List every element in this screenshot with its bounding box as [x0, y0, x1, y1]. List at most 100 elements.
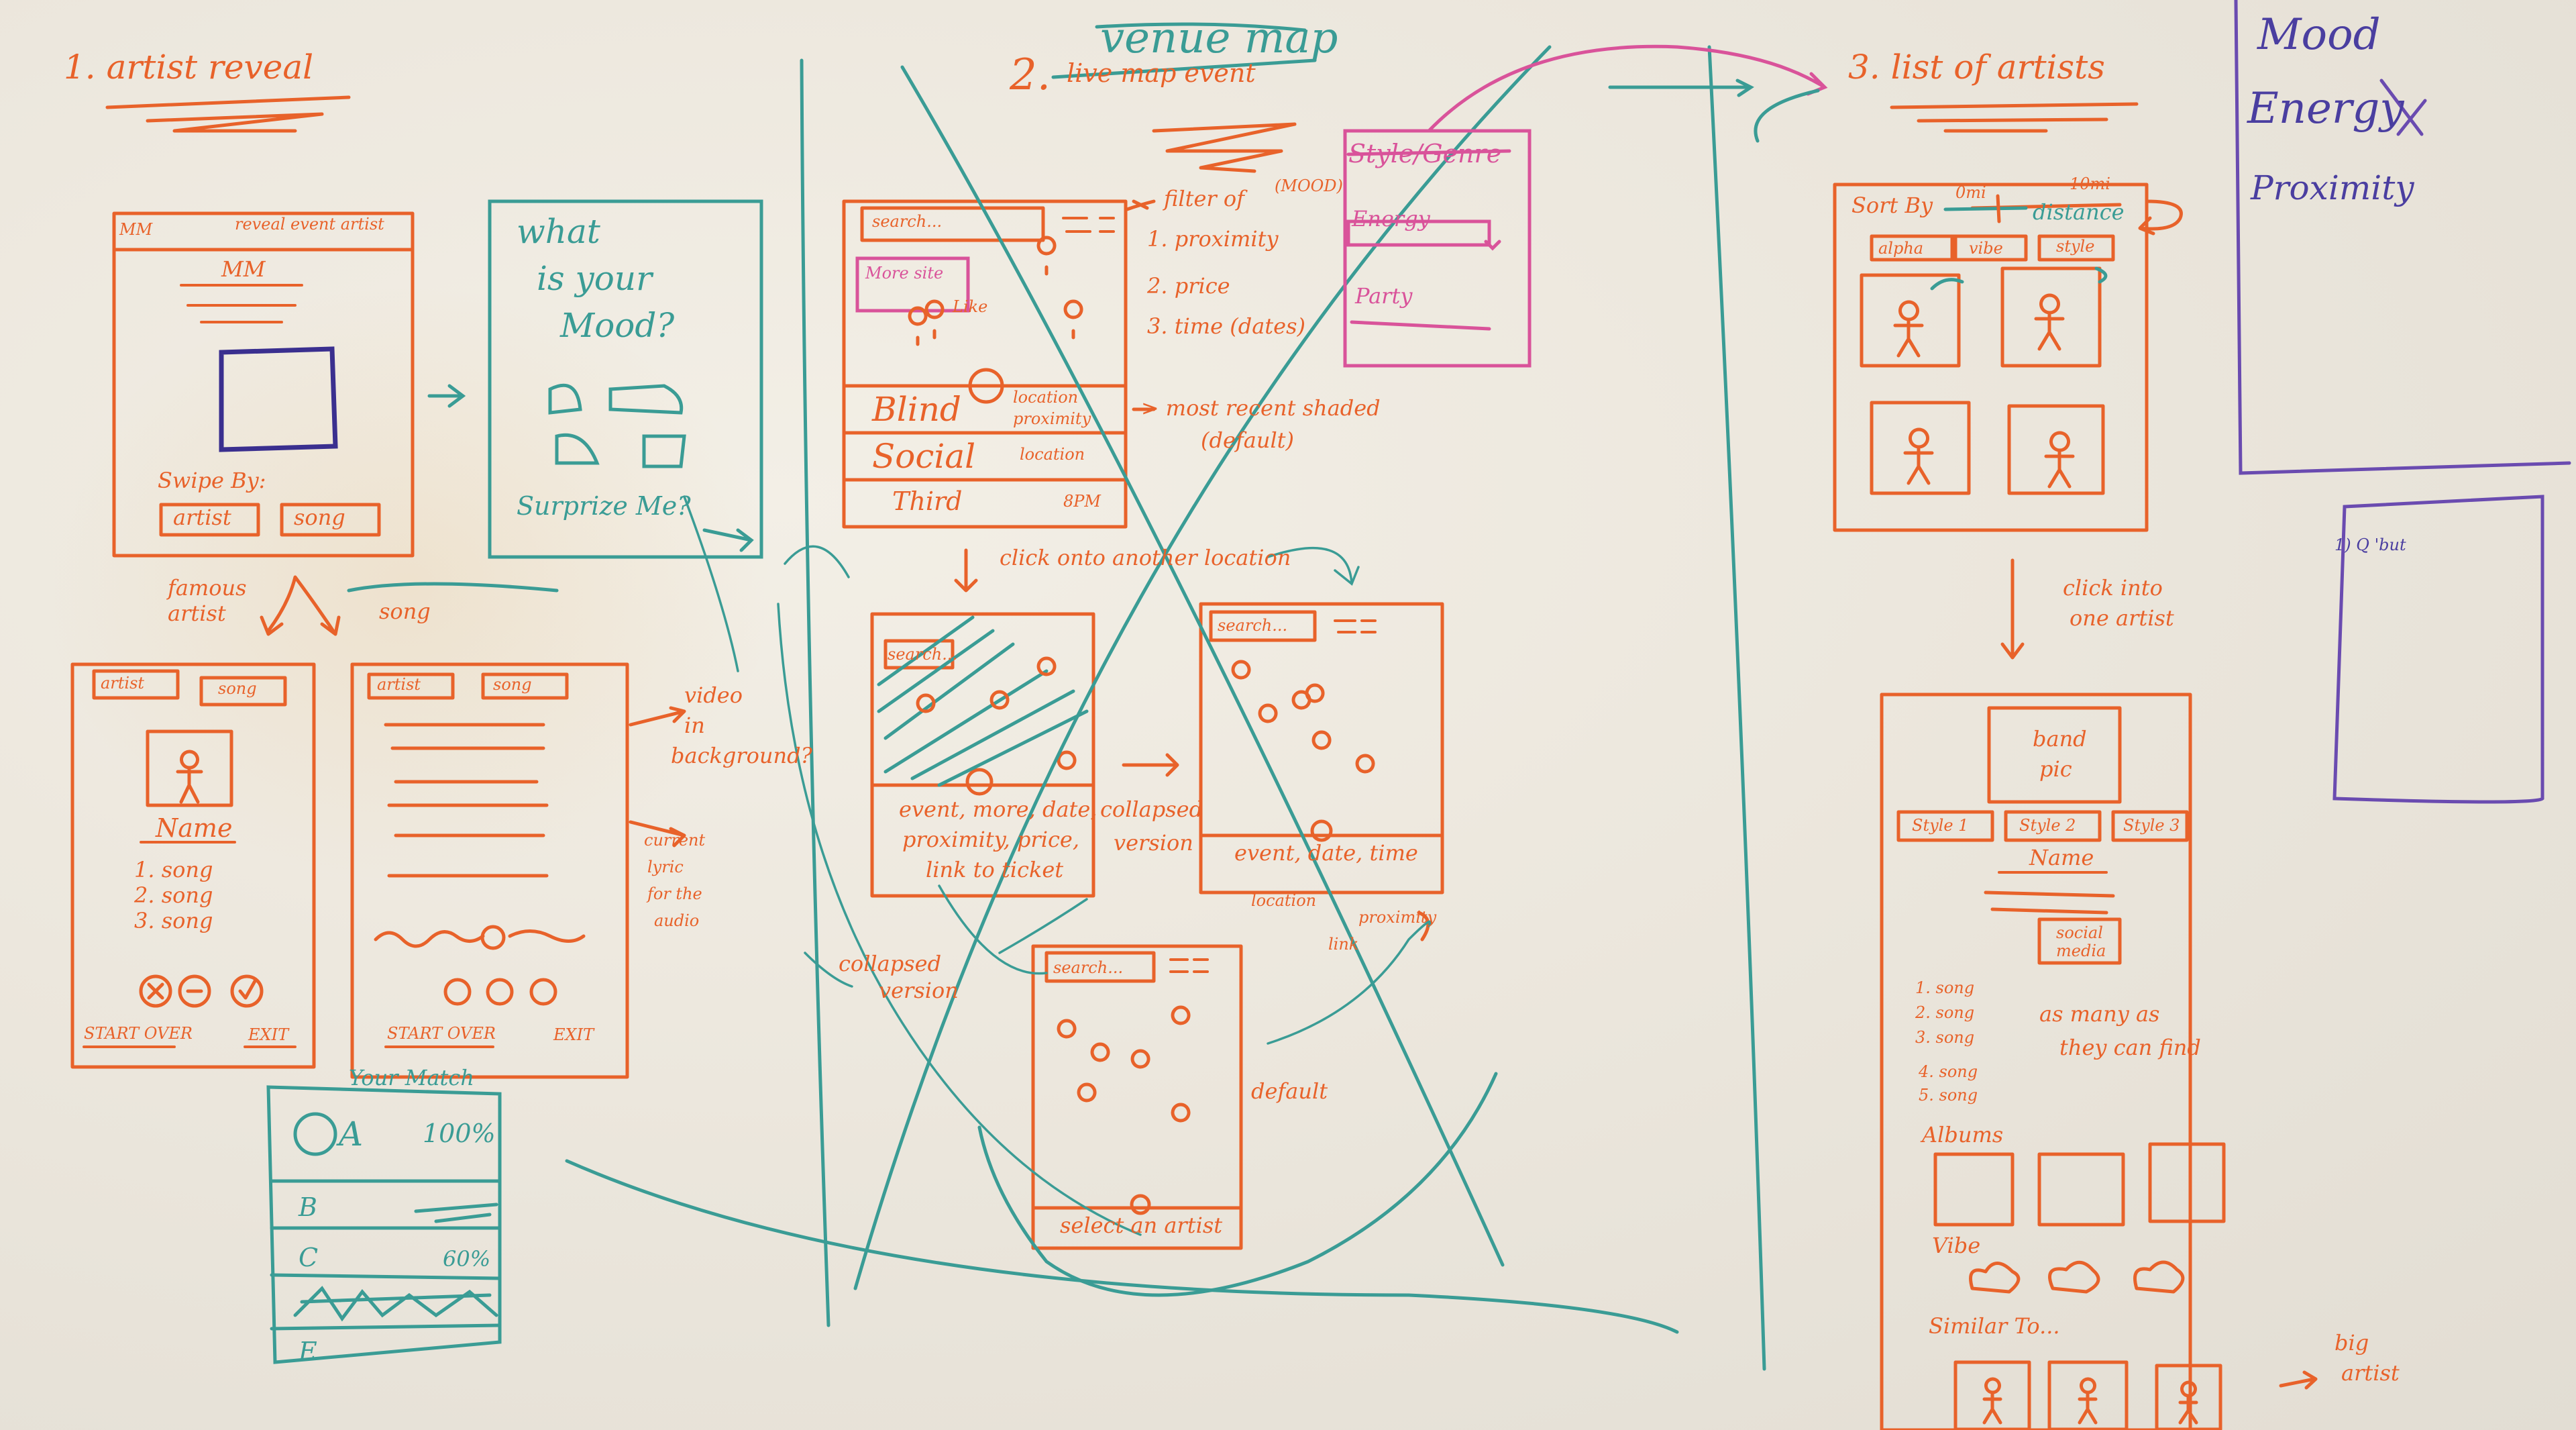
shaded-note-default: (default) — [1201, 427, 1295, 453]
style-tag-1[interactable]: Style 1 — [1912, 816, 1969, 835]
match-title: Your Match — [349, 1065, 474, 1090]
venue-row-2-sub: location — [1020, 445, 1085, 464]
phone-artist-list — [1833, 183, 2149, 532]
phone-artist-screen — [70, 662, 316, 1069]
mood-box — [2234, 0, 2571, 475]
style-genre-box — [1343, 129, 1532, 368]
venue-row-3-sub: 8PM — [1063, 492, 1101, 511]
venue-row-2[interactable]: Social — [872, 437, 976, 476]
card-caption-2: location — [1251, 891, 1317, 910]
expanded-search[interactable]: search... — [888, 645, 958, 664]
section-2-number: 2. — [1010, 50, 1051, 100]
detail-song-5: 5. song — [1919, 1086, 1978, 1105]
social-media-1[interactable]: social — [2056, 923, 2103, 942]
style-tag-2[interactable]: Style 2 — [2019, 816, 2076, 835]
sort-tab-style[interactable]: style — [2056, 237, 2095, 256]
note-lyric-2: lyric — [647, 858, 684, 876]
cross-line-1 — [900, 65, 1505, 1267]
branch-song: song — [379, 599, 431, 624]
style-party-label: Party — [1355, 283, 1413, 309]
curve-bottom — [565, 1159, 1679, 1334]
match-row-e-label: E — [299, 1337, 317, 1366]
mood-open-label: (MOOD) — [1275, 176, 1343, 195]
venue-row-1[interactable]: Blind — [872, 390, 961, 429]
collapsed-note-2: version — [1114, 830, 1193, 856]
venue-row-3[interactable]: Third — [892, 487, 963, 516]
filter-2: 2. price — [1147, 273, 1230, 299]
artist-song-3: 3. song — [134, 908, 213, 933]
divider-1 — [800, 58, 830, 1327]
shaded-scribble — [877, 615, 1089, 787]
mood-word-2: Energy — [2247, 84, 2404, 134]
artist-tab-song[interactable]: song — [218, 679, 257, 698]
note-lyric-1: current — [644, 831, 706, 850]
slider-max: 10mi — [2070, 174, 2110, 193]
expanded-caption-2: proximity, price, — [902, 827, 1079, 852]
big-artist-2: artist — [2341, 1360, 2400, 1386]
venue-row-1-sub: location — [1013, 388, 1079, 407]
like-text[interactable]: Like — [953, 297, 988, 316]
sort-tab-alpha[interactable]: alpha — [1878, 239, 1924, 258]
social-media-2[interactable]: media — [2056, 941, 2106, 960]
song-tab-song[interactable]: song — [493, 675, 532, 694]
artist-exit-button[interactable]: EXIT — [248, 1025, 289, 1044]
similar-to-label: Similar To... — [1929, 1313, 2060, 1339]
sort-tab-vibe[interactable]: vibe — [1969, 239, 2003, 258]
style-genre-title: Style/Genre — [1348, 139, 1502, 168]
artist-start-over-button[interactable]: START OVER — [84, 1024, 193, 1043]
match-row-a-label: A — [339, 1115, 364, 1154]
card-caption-1: event, date, time — [1234, 840, 1418, 866]
match-row-b-label: B — [299, 1192, 317, 1222]
venue-row-1-sub2: proximity — [1013, 409, 1091, 428]
mood-question-2: is your — [537, 259, 652, 298]
swipe-song-button[interactable]: song — [294, 505, 345, 530]
click-note: click onto another location — [1000, 545, 1291, 570]
artist-name: Name — [156, 813, 233, 843]
filter-1: 1. proximity — [1147, 226, 1279, 252]
image-placeholder — [219, 346, 338, 452]
artist-tab-artist[interactable]: artist — [101, 674, 145, 693]
swipe-label: Swipe By: — [158, 468, 266, 493]
song-tab-artist[interactable]: artist — [377, 675, 421, 694]
note-lyric-3: for the — [647, 884, 702, 903]
arrow-down — [954, 548, 978, 593]
click-into-2: one artist — [2070, 605, 2174, 631]
detail-artist-name: Name — [2029, 845, 2094, 870]
band-pic-2: pic — [2039, 756, 2072, 782]
distance-label: distance — [2033, 199, 2125, 225]
artist-song-2: 2. song — [134, 882, 213, 908]
big-artist-1: big — [2334, 1330, 2369, 1356]
match-row-a-value: 100% — [423, 1119, 496, 1148]
cross-line-2 — [853, 45, 1552, 1290]
venue-search-input[interactable]: search... — [872, 212, 943, 231]
phone-default — [1031, 944, 1243, 1250]
detail-song-3: 3. song — [1915, 1028, 1975, 1047]
style-tag-3[interactable]: Style 3 — [2123, 816, 2180, 835]
default-search[interactable]: search... — [1053, 958, 1124, 977]
vibe-label: Vibe — [1932, 1233, 1981, 1258]
branch-famous-2: artist — [168, 601, 226, 626]
swipe-artist-button[interactable]: artist — [173, 505, 231, 530]
s2-strike — [1051, 22, 1317, 79]
collapsed-search[interactable]: search... — [1218, 616, 1288, 635]
phone-collapsed — [1199, 602, 1444, 895]
detail-song-4: 4. song — [1919, 1062, 1978, 1081]
phone-mood-question — [488, 199, 763, 559]
app-logo-text: MM — [221, 256, 266, 282]
section-1-title: 1. artist reveal — [64, 48, 314, 87]
mood-question-1: what — [517, 212, 600, 251]
surprise-me-button[interactable]: Surprize Me? — [517, 491, 691, 521]
collapsed-left-2: version — [879, 978, 959, 1003]
card-caption-3: proximity — [1358, 908, 1437, 927]
s1-title-underline — [105, 95, 351, 133]
song-start-over-button[interactable]: START OVER — [387, 1024, 496, 1043]
more-site-text[interactable]: More site — [865, 264, 944, 283]
slider-min: 0mi — [1955, 183, 1986, 202]
select-artist-caption[interactable]: select an artist — [1060, 1213, 1223, 1238]
arrow-right — [427, 384, 466, 408]
note-video-3: background? — [671, 743, 812, 768]
phone-expanded — [870, 612, 1095, 898]
artist-song-1: 1. song — [134, 857, 213, 882]
song-exit-button[interactable]: EXIT — [553, 1025, 594, 1044]
mood-word-1: Mood — [2257, 10, 2381, 60]
